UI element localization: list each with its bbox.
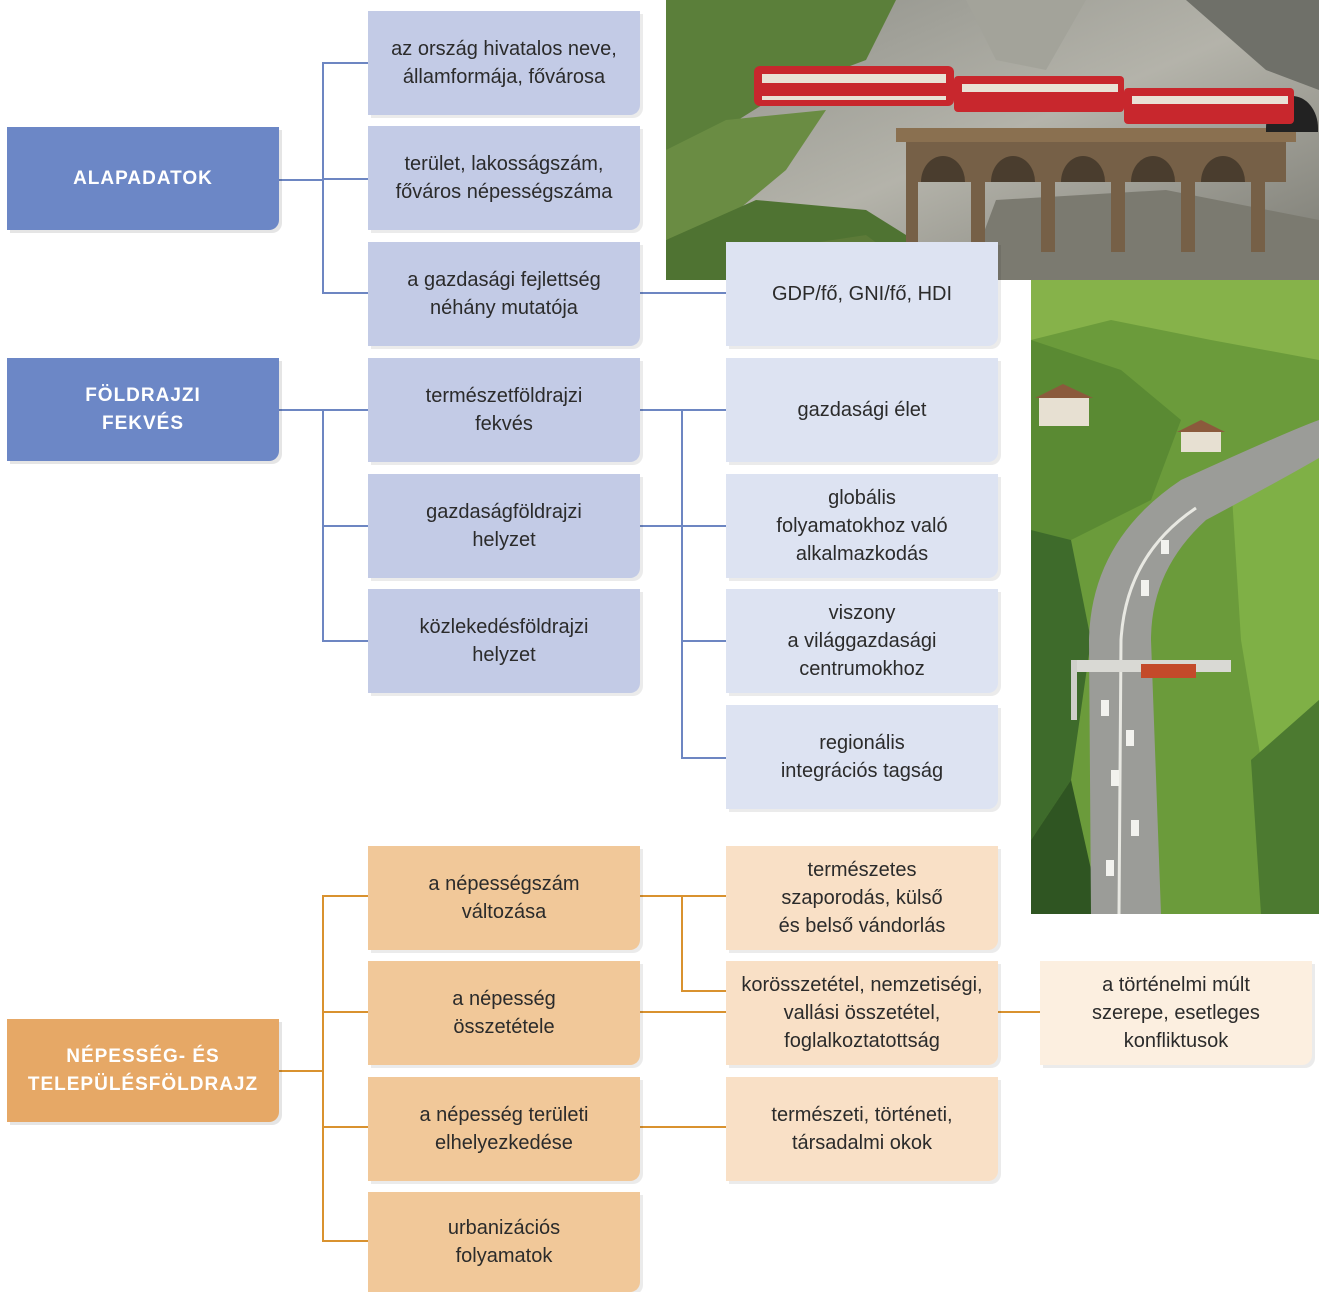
connector-line [640, 1011, 726, 1013]
box-text-line: gazdasági élet [797, 399, 927, 421]
box-text-line: konfliktusok [1123, 1030, 1229, 1052]
connector-line [322, 1126, 368, 1128]
connector-line [322, 895, 324, 1241]
node-gdp: GDP/fő, GNI/fő, HDI [726, 242, 998, 346]
node-gazdasagfoldrajzi: gazdaságföldrajzi helyzet [368, 474, 640, 578]
box-text-line: folyamatok [455, 1245, 553, 1267]
connector-line [681, 757, 726, 759]
box-text-line: összetétele [453, 1016, 555, 1038]
connector-line [279, 179, 324, 181]
connector-line [681, 525, 726, 527]
box-text-line: főváros népességszáma [395, 181, 613, 203]
highway-valley-photo [1031, 280, 1319, 914]
box-text-line: FÖLDRAJZI [85, 384, 201, 406]
box-text-line: folyamatokhoz való [776, 515, 948, 537]
box-text-line: a népesség területi [419, 1104, 589, 1126]
node-viszony: viszony a világgazdasági centrumokhoz [726, 589, 998, 693]
box-text-line: GDP/fő, GNI/fő, HDI [771, 283, 953, 305]
connector-line [322, 640, 368, 642]
box-text-line: a gazdasági fejlettség [407, 269, 601, 291]
connector-line [322, 62, 368, 64]
connector-line [322, 178, 368, 180]
node-terulet: terület, lakosságszám, főváros népességs… [368, 126, 640, 230]
box-text-line: gazdaságföldrajzi [426, 501, 582, 523]
connector-line [640, 409, 726, 411]
node-nepessegszam-valtozasa: a népességszám változása [368, 846, 640, 950]
box-text-line: a népességszám [428, 873, 580, 895]
box-text-line: a történelmi múlt [1102, 974, 1250, 996]
node-gazdasagi-elet: gazdasági élet [726, 358, 998, 462]
connector-line [681, 895, 683, 992]
node-nepesseg-teruleti: a népesség területi elhelyezkedése [368, 1077, 640, 1181]
node-regionalis: regionális integrációs tagság [726, 705, 998, 809]
box-text-line: az ország hivatalos neve, [391, 38, 617, 60]
node-nepesseg-osszetetele: a népesség összetétele [368, 961, 640, 1065]
box-text-line: viszony [828, 602, 896, 624]
connector-line [681, 990, 726, 992]
node-termeszetes-szaporodas: természetes szaporodás, külső és belső v… [726, 846, 998, 950]
connector-line [640, 1126, 726, 1128]
connector-line [640, 292, 726, 294]
connector-line [681, 640, 726, 642]
main-box-foldrajzi-fekves: FÖLDRAJZI FEKVÉS [7, 358, 279, 461]
box-text-line: változása [461, 901, 547, 923]
node-korosszetetel: korösszetétel, nemzetiségi, vallási össz… [726, 961, 998, 1065]
box-text-line: szerepe, esetleges [1092, 1002, 1260, 1024]
box-text-line: a világgazdasági [787, 630, 937, 652]
box-text-line: és belső vándorlás [778, 915, 946, 937]
connector-line [681, 409, 683, 759]
connector-line [640, 895, 726, 897]
connector-line [279, 1070, 324, 1072]
connector-line [322, 895, 368, 897]
box-text-line: terület, lakosságszám, [404, 153, 604, 175]
main-box-nepesseg: NÉPESSÉG- ÉS TELEPÜLÉSFÖLDRAJZ [7, 1019, 279, 1122]
node-globalis: globális folyamatokhoz való alkalmazkodá… [726, 474, 998, 578]
node-orszag-neve: az ország hivatalos neve, államformája, … [368, 11, 640, 115]
box-text-line: TELEPÜLÉSFÖLDRAJZ [27, 1073, 259, 1095]
node-tortenelmi-mult: a történelmi múlt szerepe, esetleges kon… [1040, 961, 1312, 1065]
box-text-line: társadalmi okok [791, 1132, 933, 1154]
box-text-line: foglalkoztatottság [784, 1030, 940, 1052]
box-text-line: államformája, fővárosa [402, 66, 606, 88]
box-text-line: centrumokhoz [799, 658, 925, 680]
box-text-line: a népesség [452, 988, 556, 1010]
box-text-line: természeti, történeti, [771, 1104, 953, 1126]
box-text-line: FEKVÉS [101, 412, 184, 434]
connector-line [998, 1011, 1040, 1013]
main-box-alapadatok: ALAPADATOK [7, 127, 279, 230]
box-text-line: globális [828, 487, 896, 509]
node-termeszetfoldrajzi: természetföldrajzi fekvés [368, 358, 640, 462]
box-text-line: közlekedésföldrajzi [419, 616, 589, 638]
box-text-line: alkalmazkodás [795, 543, 929, 565]
node-gazdasagi-fejlettseg: a gazdasági fejlettség néhány mutatója [368, 242, 640, 346]
box-text-line: helyzet [472, 644, 536, 666]
node-kozlekedesfoldrajzi: közlekedésföldrajzi helyzet [368, 589, 640, 693]
node-urbanizacios: urbanizációs folyamatok [368, 1192, 640, 1292]
box-text-line: elhelyezkedése [435, 1132, 573, 1154]
box-text-line: regionális [819, 732, 905, 754]
connector-line [322, 1240, 368, 1242]
box-text-line: néhány mutatója [430, 297, 578, 319]
box-text-line: vallási összetétel, [783, 1002, 941, 1024]
connector-line [322, 525, 368, 527]
box-text-line: természetes [807, 859, 917, 881]
node-termeszeti-torteneti: természeti, történeti, társadalmi okok [726, 1077, 998, 1181]
connector-line [640, 525, 682, 527]
connector-line [322, 62, 324, 293]
connector-line [322, 1011, 368, 1013]
box-text-line: fekvés [475, 413, 533, 435]
box-text-line: természetföldrajzi [425, 385, 583, 407]
connector-line [322, 292, 368, 294]
box-text-line: helyzet [472, 529, 536, 551]
box-text-line: szaporodás, külső [781, 887, 943, 909]
box-text-line: korösszetétel, nemzetiségi, [741, 974, 983, 996]
mountain-railway-photo [666, 0, 1319, 280]
box-text-line: urbanizációs [447, 1217, 561, 1239]
box-label: ALAPADATOK [73, 167, 213, 189]
box-text-line: NÉPESSÉG- ÉS [66, 1045, 220, 1067]
box-text-line: integrációs tagság [780, 760, 944, 782]
